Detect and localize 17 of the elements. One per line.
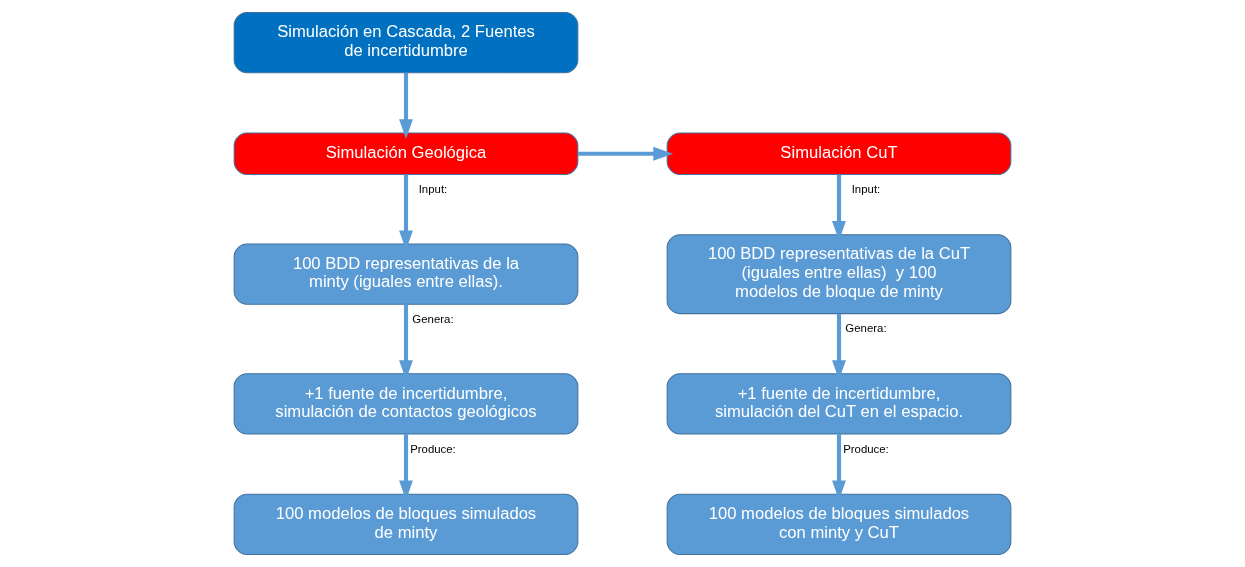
edge-label: Input: bbox=[418, 183, 448, 196]
edge-label: Genera: bbox=[412, 312, 454, 325]
node-box: +1 fuente de incertidumbre, simulación del CuT en el espacio. bbox=[666, 373, 1012, 435]
edge-label: Produce: bbox=[410, 442, 456, 455]
arrow bbox=[578, 146, 674, 161]
edge-label: Input: bbox=[851, 183, 881, 196]
node-box: Simulación CuT bbox=[666, 132, 1012, 175]
edge-label: Produce: bbox=[843, 442, 889, 455]
node-box: +1 fuente de incertidumbre, simulación de contactos geológicos bbox=[233, 373, 579, 435]
node-box: 100 BDD representativas de la minty (iguales entre ellas). bbox=[233, 243, 579, 305]
node-box: Simulación en Cascada, 2 Fuentes de incertidumbre bbox=[233, 11, 579, 74]
node-box: 100 modelos de bloques simulados con minty y CuT bbox=[666, 493, 1012, 556]
node-box: Simulación Geológica bbox=[233, 132, 579, 175]
arrow bbox=[399, 72, 413, 139]
edge-label: Genera: bbox=[845, 322, 887, 335]
node-box: 100 BDD representativas de la CuT (iguales entre ellas) y 100 modelos de bloque de minty bbox=[666, 234, 1012, 315]
node-box: 100 modelos de bloques simulados de minty bbox=[233, 493, 579, 556]
